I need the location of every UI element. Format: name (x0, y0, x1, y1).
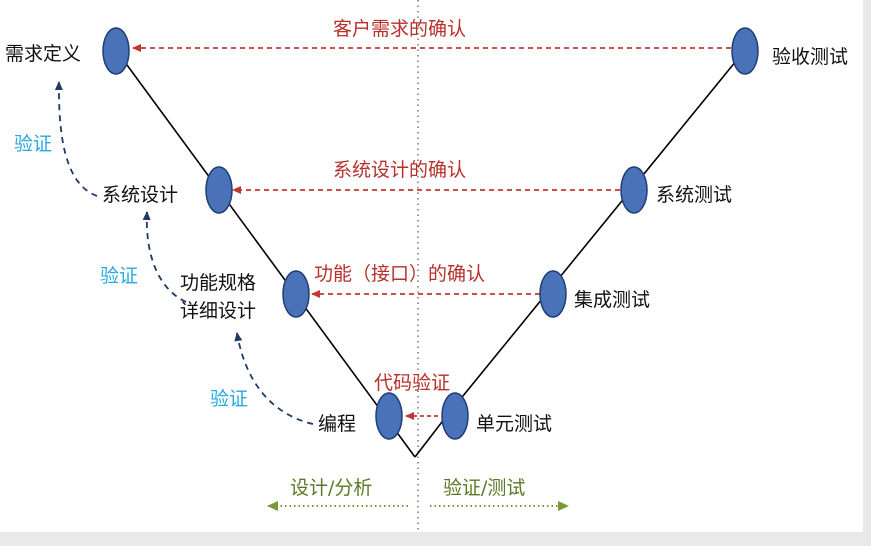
label-system-design: 系统设计 (102, 184, 178, 206)
label-system-test: 系统测试 (656, 184, 732, 206)
node-coding (375, 392, 403, 440)
v-left-line (115, 49, 416, 458)
label-design-phase: 设计/分析 (290, 477, 372, 499)
label-verify-3: 验证 (210, 388, 248, 410)
node-unit-test (441, 392, 469, 440)
label-coding: 编程 (318, 413, 356, 435)
label-integration-test: 集成测试 (574, 289, 650, 311)
node-func-spec (282, 270, 310, 318)
label-requirements: 需求定义 (5, 43, 81, 65)
label-code-verify: 代码验证 (374, 372, 450, 394)
label-interface-confirm: 功能（接口）的确认 (314, 263, 485, 285)
label-func-spec-1: 功能规格 (180, 272, 256, 294)
label-func-spec-2: 详细设计 (180, 300, 256, 322)
label-verify-1: 验证 (14, 133, 52, 155)
verify-arrow-1 (54, 81, 98, 197)
label-test-phase: 验证/测试 (443, 477, 525, 499)
label-verify-2: 验证 (100, 265, 138, 287)
v-right-line (414, 49, 746, 458)
node-requirements (102, 27, 130, 75)
label-acceptance-test: 验收测试 (772, 46, 848, 68)
node-system-design (205, 166, 233, 214)
node-acceptance-test (731, 27, 759, 75)
verify-arrow-2 (142, 211, 187, 303)
label-customer-confirm: 客户需求的确认 (333, 18, 466, 40)
verify-arrow-3 (234, 332, 314, 425)
node-integration-test (539, 270, 567, 318)
label-system-design-confirm: 系统设计的确认 (333, 159, 466, 181)
node-system-test (620, 166, 648, 214)
label-unit-test: 单元测试 (476, 413, 552, 435)
